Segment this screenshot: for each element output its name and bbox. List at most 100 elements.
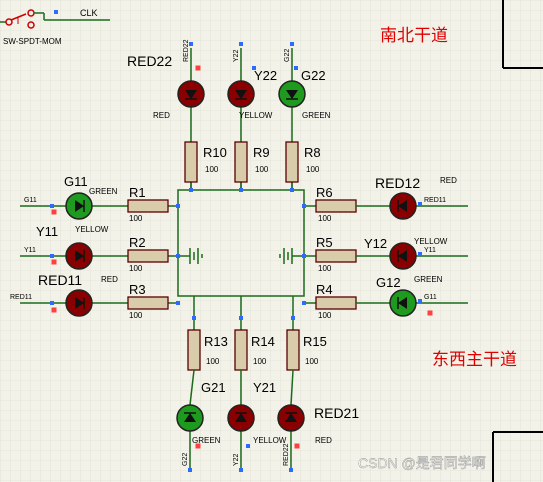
pin-marker (239, 468, 243, 472)
resistor-value-label: 100 (129, 214, 143, 223)
resistor-r4[interactable] (315, 296, 357, 310)
led-red11[interactable] (65, 289, 93, 317)
resistor-ref-label: R15 (303, 334, 327, 349)
net-label: G11 (424, 294, 437, 301)
resistor-r2[interactable] (127, 249, 169, 263)
led-g11[interactable] (65, 192, 93, 220)
led-ref-label: RED11 (38, 272, 82, 288)
pin-marker (239, 316, 243, 320)
led-ref-label: G22 (301, 68, 326, 83)
led-type-label: GREEN (89, 187, 118, 196)
pin-marker (239, 42, 243, 46)
net-label: Y11 (424, 247, 436, 254)
resistor-r8[interactable] (285, 141, 299, 183)
led-type-label: YELLOW (75, 225, 109, 234)
led-y12[interactable] (389, 242, 417, 270)
resistor-value-label: 100 (255, 165, 269, 174)
pin-marker (302, 204, 306, 208)
battery-right (279, 248, 304, 264)
led-y22-diode-symbol (235, 90, 247, 99)
resistor-ref-label: R4 (316, 282, 333, 297)
pin-marker (291, 316, 295, 320)
led-g12[interactable] (389, 289, 417, 317)
pin-marker (176, 204, 180, 208)
pin-marker (239, 188, 243, 192)
led-type-label: YELLOW (414, 237, 448, 246)
pin-marker (176, 301, 180, 305)
led-ref-label: Y11 (36, 224, 58, 239)
led-g11-diode-symbol (75, 200, 84, 212)
led-ref-label: RED22 (127, 53, 172, 69)
net-label: G22 (284, 49, 291, 62)
led-type-label: GREEN (414, 275, 443, 284)
net-label: G22 (182, 453, 189, 466)
led-g22[interactable] (278, 80, 306, 108)
led-y12-diode-symbol (398, 250, 407, 262)
led-ref-label: Y22 (254, 68, 277, 83)
resistor-ref-label: R13 (204, 334, 228, 349)
net-label: RED22 (283, 443, 290, 466)
resistor-r3[interactable] (127, 296, 169, 310)
resistor-r14[interactable] (234, 329, 248, 371)
led-red22[interactable] (177, 80, 205, 108)
resistor-r13[interactable] (187, 329, 201, 371)
resistor-r15[interactable] (286, 329, 300, 371)
resistor-r1[interactable] (127, 199, 169, 213)
led-ref-label: G12 (376, 275, 401, 290)
probe-marker (51, 209, 57, 215)
pin-marker (189, 188, 193, 192)
pin-marker (418, 202, 422, 206)
led-red21-diode-symbol (285, 413, 297, 422)
led-g21[interactable] (176, 404, 204, 432)
led-y21[interactable] (227, 404, 255, 432)
resistor-value-label: 100 (129, 264, 143, 273)
switch-clk[interactable] (0, 9, 110, 29)
resistor-r10[interactable] (184, 141, 198, 183)
led-y11[interactable] (65, 242, 93, 270)
resistor-ref-label: R8 (304, 145, 321, 160)
pin-marker (252, 66, 256, 70)
resistor-value-label: 100 (318, 214, 332, 223)
led-ref-label: RED12 (375, 175, 420, 191)
resistor-ref-label: R5 (316, 235, 333, 250)
net-label: RED11 (424, 197, 446, 204)
led-type-label: YELLOW (239, 111, 273, 120)
pin-marker (302, 301, 306, 305)
resistor-ref-label: R6 (316, 185, 333, 200)
led-ref-label: G21 (201, 380, 226, 395)
led-type-label: GREEN (192, 436, 221, 445)
probe-marker (427, 310, 433, 316)
led-type-label: RED (101, 275, 118, 284)
net-label: Y22 (233, 49, 240, 62)
pin-marker (192, 316, 196, 320)
led-ref-label: RED21 (314, 405, 359, 421)
pin-marker (418, 299, 422, 303)
led-red12[interactable] (389, 192, 417, 220)
pin-marker (294, 66, 298, 70)
resistor-ref-label: R1 (129, 185, 146, 200)
led-red12-diode-symbol (398, 200, 407, 212)
led-ref-label: Y21 (253, 380, 276, 395)
led-red11-diode-symbol (75, 297, 84, 309)
pin-marker (50, 204, 54, 208)
pin-marker (246, 444, 250, 448)
probe-marker (51, 307, 57, 313)
led-y22[interactable] (227, 80, 255, 108)
led-red21[interactable] (277, 404, 305, 432)
resistor-r6[interactable] (315, 199, 357, 213)
pin-marker (189, 42, 193, 46)
resistor-r5[interactable] (315, 249, 357, 263)
watermark: CSDN @是君同学啊 (358, 455, 486, 471)
resistor-value-label: 100 (305, 357, 319, 366)
resistor-value-label: 100 (205, 165, 219, 174)
wire (189, 369, 195, 406)
net-label: Y22 (233, 453, 240, 466)
probe-marker (195, 65, 201, 71)
led-g22-diode-symbol (286, 90, 298, 99)
pin-marker (290, 42, 294, 46)
led-g21-diode-symbol (184, 413, 196, 422)
led-type-label: GREEN (302, 111, 331, 120)
resistor-r9[interactable] (234, 141, 248, 183)
